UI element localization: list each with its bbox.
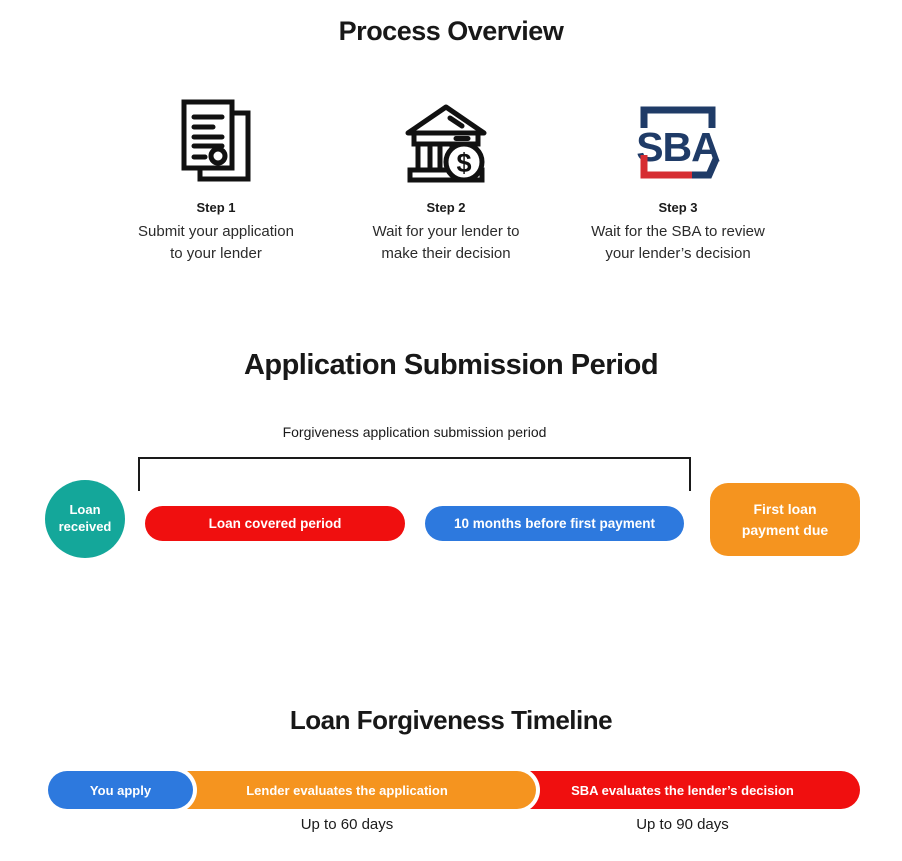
timeline-segment-sba: SBA evaluates the lender’s decision [505,771,860,809]
submission-bracket [138,457,691,491]
timeline-segment-lender: Lender evaluates the application [158,771,536,809]
step-2-label: Step 2 [426,200,466,215]
loan-timeline-title: Loan Forgiveness Timeline [289,705,613,735]
sba-logo-icon: SBA [563,96,793,186]
step-3-label: Step 3 [658,200,698,215]
step-2-block: $ Step 2 Wait for your lender to make th… [331,96,561,265]
first-payment-due-node: First loan payment due [710,483,860,556]
step-3-block: SBA Step 3 Wait for the SBA to review yo… [563,96,793,265]
submission-bracket-label: Forgiveness application submission perio… [282,424,547,440]
document-icon [101,96,331,186]
loan-covered-period-pill: Loan covered period [145,506,405,541]
step-1-label: Step 1 [196,200,236,215]
loan-received-node: Loan received [45,480,125,558]
process-overview-title: Process Overview [338,16,564,46]
step-1-block: Step 1 Submit your application to your l… [101,96,331,265]
timeline-segment-apply: You apply [48,771,193,809]
sba-duration-label: Up to 90 days [636,816,729,833]
timeline-bar: SBA evaluates the lender’s decision Lend… [48,771,860,809]
dollar-sign: $ [456,148,471,178]
submission-period-title: Application Submission Period [243,349,659,381]
lender-duration-label: Up to 60 days [300,816,394,833]
step-2-description: Wait for your lender to make their decis… [372,223,520,262]
sba-logo-text: SBA [636,124,720,170]
bank-icon: $ [331,96,561,186]
step-1-description: Submit your application to your lender [138,223,294,262]
ten-months-pill: 10 months before first payment [425,506,684,541]
step-3-description: Wait for the SBA to review your lender’s… [591,223,765,262]
